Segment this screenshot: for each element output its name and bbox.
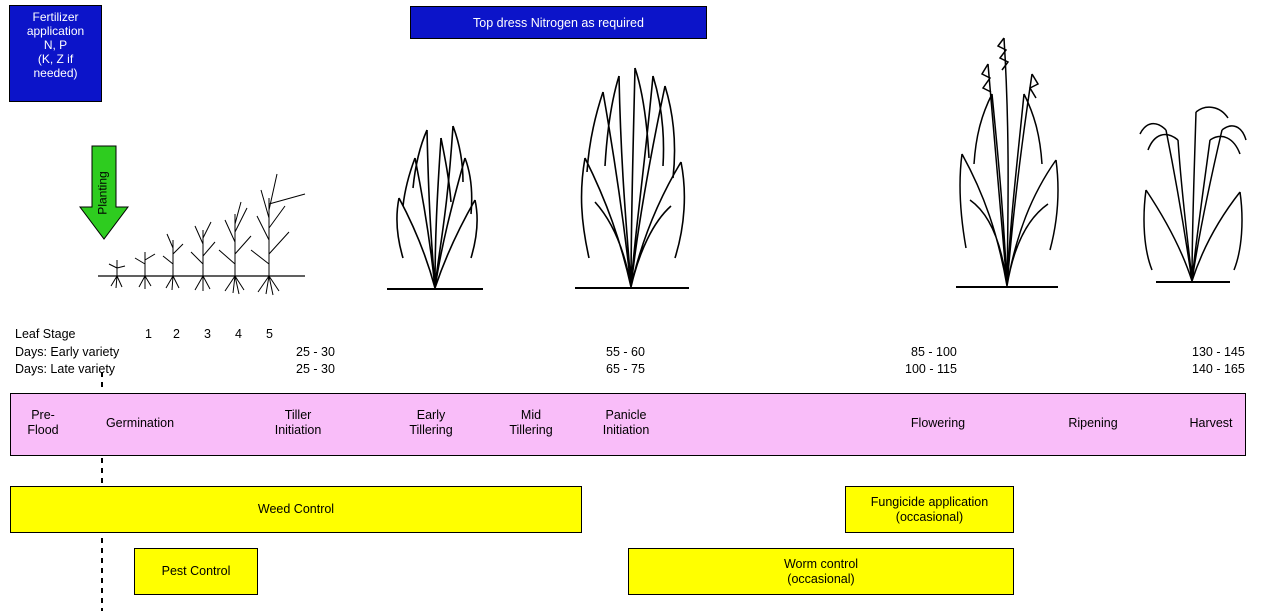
days-early-value-1: 25 - 30	[296, 345, 335, 359]
days-early-value-4: 130 - 145	[1192, 345, 1245, 359]
weed-control-box: Weed Control	[10, 486, 582, 533]
rice-plant-panicle-initiation-illustration	[575, 67, 689, 289]
seedling-growth-illustration	[98, 173, 306, 296]
days-early-label: Days: Early variety	[15, 345, 120, 359]
worm-control-label: Worm control (occasional)	[783, 556, 859, 586]
stage-panicle-initiation: Panicle Initiation	[602, 408, 650, 437]
fertilizer-line-3: N, P	[43, 38, 68, 52]
stage-germination: Germination	[105, 416, 175, 430]
days-early-value-2: 55 - 60	[606, 345, 645, 359]
days-early-value-3: 85 - 100	[911, 345, 957, 359]
rice-plant-flowering-illustration	[956, 37, 1059, 288]
top-dress-nitrogen-box: Top dress Nitrogen as required	[410, 6, 707, 39]
rice-plant-harvest-illustration	[1139, 106, 1247, 283]
growth-stage-band: Pre- Flood Germination Tiller Initiation…	[10, 393, 1246, 456]
top-dress-label: Top dress Nitrogen as required	[473, 15, 644, 30]
stage-pre-flood: Pre- Flood	[27, 408, 59, 437]
days-late-label: Days: Late variety	[15, 362, 116, 376]
fertilizer-line-1: Fertilizer	[32, 10, 79, 24]
fertilizer-line-2: application	[26, 24, 85, 38]
rice-plant-early-tillering-illustration	[387, 125, 483, 290]
pest-control-label: Pest Control	[161, 564, 231, 578]
planting-dotted-line	[101, 372, 103, 611]
worm-control-box: Worm control (occasional)	[628, 548, 1014, 595]
days-late-value-1: 25 - 30	[296, 362, 335, 376]
leaf-stage-1: 1	[145, 327, 152, 341]
leaf-stage-3: 3	[204, 327, 211, 341]
stage-mid-tillering: Mid Tillering	[509, 408, 553, 437]
stage-early-tillering: Early Tillering	[409, 408, 453, 437]
pest-control-box: Pest Control	[134, 548, 258, 595]
stage-flowering: Flowering	[910, 416, 966, 430]
leaf-stage-2: 2	[173, 327, 180, 341]
weed-control-label: Weed Control	[257, 502, 335, 516]
stage-ripening: Ripening	[1068, 416, 1118, 430]
days-late-value-4: 140 - 165	[1192, 362, 1245, 376]
stage-tiller-initiation: Tiller Initiation	[274, 408, 322, 437]
fungicide-application-box: Fungicide application (occasional)	[845, 486, 1014, 533]
leaf-stage-5: 5	[266, 327, 273, 341]
leaf-stage-4: 4	[235, 327, 242, 341]
days-late-value-3: 100 - 115	[905, 362, 957, 376]
leaf-stage-label: Leaf Stage	[15, 327, 76, 341]
days-late-value-2: 65 - 75	[606, 362, 645, 376]
fertilizer-line-5: needed)	[33, 66, 78, 80]
fungicide-application-label: Fungicide application (occasional)	[870, 494, 989, 524]
fertilizer-line-4: (K, Z if	[37, 52, 74, 66]
fertilizer-application-box: Fertilizer application N, P (K, Z if nee…	[9, 5, 102, 102]
planting-arrow-icon	[79, 145, 129, 240]
stage-harvest: Harvest	[1189, 416, 1233, 430]
